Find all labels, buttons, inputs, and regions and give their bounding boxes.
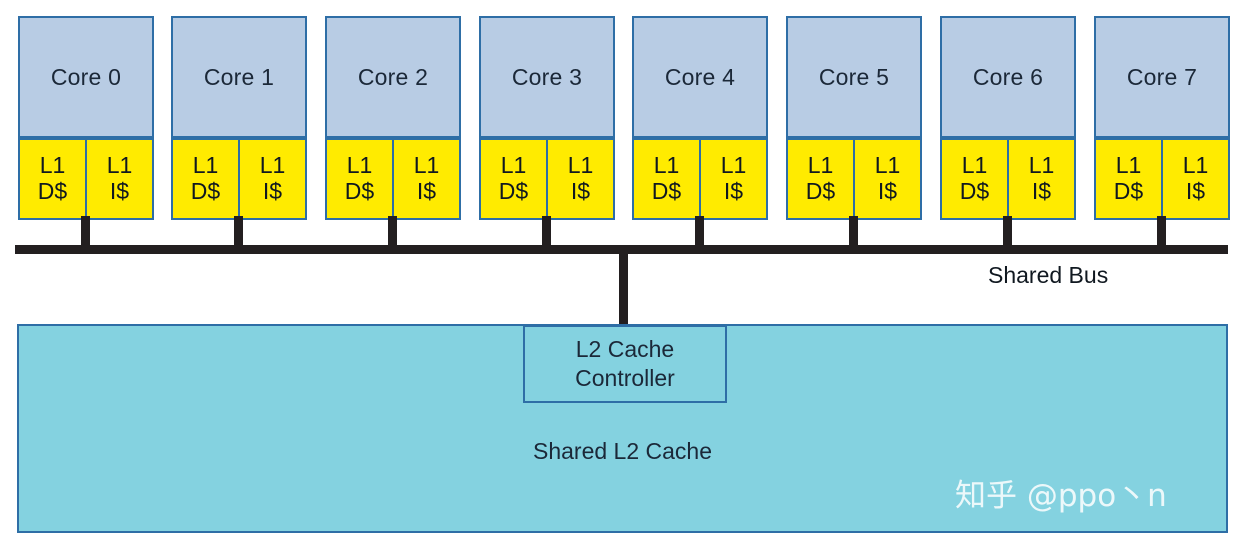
l1-row-7: L1 D$ L1 I$	[1094, 138, 1230, 220]
l1-icache-0: L1 I$	[86, 138, 154, 220]
core-box-0: Core 0	[18, 16, 154, 138]
l1-row-2: L1 D$ L1 I$	[325, 138, 461, 220]
l1-dcache-label-2-line2: D$	[344, 178, 375, 204]
core-label-5: Core 5	[818, 63, 890, 90]
l1-icache-6: L1 I$	[1008, 138, 1076, 220]
core-label-7: Core 7	[1126, 63, 1198, 90]
l1-icache-4: L1 I$	[700, 138, 768, 220]
l1-dcache-label-6-line1: L1	[961, 152, 988, 179]
bus-stub-4	[695, 216, 704, 247]
l1-dcache-6: L1 D$	[940, 138, 1008, 220]
bus-stub-1	[234, 216, 243, 247]
core-box-2: Core 2	[325, 16, 461, 138]
l1-row-5: L1 D$ L1 I$	[786, 138, 922, 220]
l1-icache-7: L1 I$	[1162, 138, 1230, 220]
l1-dcache-label-6-line2: D$	[959, 178, 990, 204]
l1-icache-label-0-line2: I$	[109, 178, 130, 204]
l1-icache-1: L1 I$	[239, 138, 307, 220]
l1-dcache-4: L1 D$	[632, 138, 700, 220]
l1-icache-label-6-line2: I$	[1031, 178, 1052, 204]
l1-dcache-label-5-line2: D$	[805, 178, 836, 204]
l1-dcache-0: L1 D$	[18, 138, 86, 220]
bus-stub-2	[388, 216, 397, 247]
bus-stub-0	[81, 216, 90, 247]
l1-dcache-label-3-line1: L1	[500, 152, 527, 179]
core-box-6: Core 6	[940, 16, 1076, 138]
l1-icache-label-2-line2: I$	[416, 178, 437, 204]
l1-dcache-label-1-line1: L1	[192, 152, 219, 179]
l1-icache-2: L1 I$	[393, 138, 461, 220]
shared-l2-cache-label: Shared L2 Cache	[532, 438, 712, 464]
l2-cache-controller-label-line1: L2 Cache	[575, 336, 675, 363]
l1-icache-label-5-line1: L1	[874, 152, 901, 179]
l1-icache-label-4-line1: L1	[720, 152, 747, 179]
shared-bus-line	[15, 245, 1228, 254]
l1-icache-label-7-line1: L1	[1182, 152, 1209, 179]
core-label-4: Core 4	[664, 63, 736, 90]
core-box-7: Core 7	[1094, 16, 1230, 138]
bus-to-l2-connector	[619, 254, 628, 326]
l1-dcache-label-4-line2: D$	[651, 178, 682, 204]
l1-dcache-label-2-line1: L1	[346, 152, 373, 179]
l1-icache-label-7-line2: I$	[1185, 178, 1206, 204]
l1-icache-label-5-line2: I$	[877, 178, 898, 204]
l1-row-1: L1 D$ L1 I$	[171, 138, 307, 220]
l1-dcache-label-5-line1: L1	[807, 152, 834, 179]
l1-icache-5: L1 I$	[854, 138, 922, 220]
l1-dcache-label-0-line1: L1	[39, 152, 66, 179]
l1-row-4: L1 D$ L1 I$	[632, 138, 768, 220]
l1-dcache-5: L1 D$	[786, 138, 854, 220]
shared-bus-label: Shared Bus	[988, 262, 1109, 288]
core-label-0: Core 0	[50, 63, 122, 90]
l1-icache-label-1-line2: I$	[262, 178, 283, 204]
l1-dcache-label-1-line2: D$	[190, 178, 221, 204]
core-label-1: Core 1	[203, 63, 275, 90]
core-box-5: Core 5	[786, 16, 922, 138]
l1-dcache-label-7-line1: L1	[1115, 152, 1142, 179]
l1-icache-label-3-line2: I$	[570, 178, 591, 204]
l1-icache-label-1-line1: L1	[259, 152, 286, 179]
l1-dcache-7: L1 D$	[1094, 138, 1162, 220]
l1-row-3: L1 D$ L1 I$	[479, 138, 615, 220]
bus-stub-7	[1157, 216, 1166, 247]
l1-icache-label-3-line1: L1	[567, 152, 594, 179]
bus-stub-6	[1003, 216, 1012, 247]
bus-stub-5	[849, 216, 858, 247]
l1-row-6: L1 D$ L1 I$	[940, 138, 1076, 220]
l1-icache-3: L1 I$	[547, 138, 615, 220]
l2-cache-controller-box: L2 Cache Controller	[523, 325, 727, 403]
l1-dcache-3: L1 D$	[479, 138, 547, 220]
core-label-6: Core 6	[972, 63, 1044, 90]
l1-row-0: L1 D$ L1 I$	[18, 138, 154, 220]
l2-cache-controller-label-line2: Controller	[575, 365, 675, 391]
l1-icache-label-4-line2: I$	[723, 178, 744, 204]
l1-icache-label-0-line1: L1	[106, 152, 133, 179]
core-box-1: Core 1	[171, 16, 307, 138]
core-label-2: Core 2	[357, 63, 429, 90]
l1-icache-label-2-line1: L1	[413, 152, 440, 179]
bus-stub-3	[542, 216, 551, 247]
l1-dcache-1: L1 D$	[171, 138, 239, 220]
l1-dcache-label-3-line2: D$	[498, 178, 529, 204]
l1-dcache-label-0-line2: D$	[37, 178, 68, 204]
l1-icache-label-6-line1: L1	[1028, 152, 1055, 179]
l1-dcache-label-7-line2: D$	[1113, 178, 1144, 204]
l1-dcache-2: L1 D$	[325, 138, 393, 220]
l1-dcache-label-4-line1: L1	[653, 152, 680, 179]
core-box-3: Core 3	[479, 16, 615, 138]
watermark: 知乎 @ppo丶n	[955, 478, 1167, 514]
core-box-4: Core 4	[632, 16, 768, 138]
core-label-3: Core 3	[511, 63, 583, 90]
